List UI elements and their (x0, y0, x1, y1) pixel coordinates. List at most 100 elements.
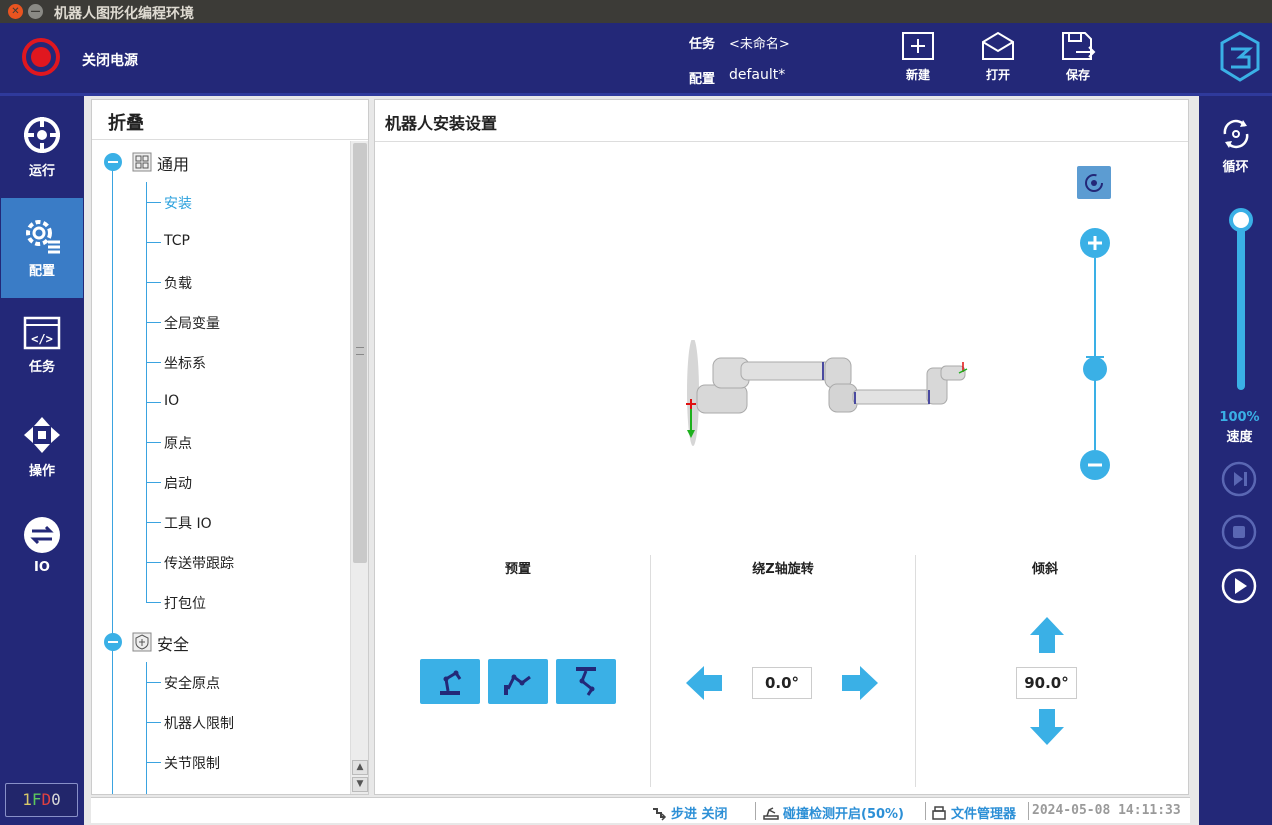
scroll-up-icon[interactable]: ▲ (352, 760, 368, 775)
nav-operate[interactable]: 操作 (1, 398, 83, 498)
tree-item-robot-limits[interactable]: 机器人限制 (164, 716, 234, 732)
left-sidebar: 运行 配置 </> 任务 操作 IO 1FD0 (0, 96, 84, 825)
open-button[interactable]: 打开 (968, 30, 1028, 90)
speed-slider-knob[interactable] (1229, 208, 1253, 232)
scrollbar-grip-icon (356, 347, 364, 355)
collision-icon (763, 807, 779, 820)
play-icon[interactable] (1221, 568, 1257, 604)
tree-group-safety-label: 安全 (157, 635, 190, 654)
tree-branch (147, 562, 161, 563)
tilt-value: 90.0° (1016, 667, 1077, 699)
zoom-slider-track[interactable] (1094, 258, 1096, 450)
section-divider (650, 555, 651, 787)
loop-cycle-icon (1223, 119, 1248, 149)
scroll-down-icon[interactable]: ▼ (352, 777, 368, 792)
step-mode-status[interactable]: 步进 关闭 (651, 803, 728, 822)
panel-title: 机器人安装设置 (375, 100, 1188, 142)
step-mode-text: 步进 关闭 (671, 807, 728, 822)
tree-scrollbar[interactable]: ▲ ▼ (350, 141, 368, 794)
new-button-label: 新建 (905, 68, 930, 82)
file-manager-text: 文件管理器 (951, 807, 1017, 822)
tree-branch (147, 482, 161, 483)
tree-item-global-vars[interactable]: 全局变量 (164, 316, 220, 332)
tree-item-payload[interactable]: 负载 (164, 276, 192, 292)
app-header: 关闭电源 任务 <未命名> 配置 default* 新建 打开 保存 (0, 23, 1272, 93)
preset-ceiling-button[interactable] (556, 659, 616, 704)
tree-item-startup[interactable]: 启动 (164, 476, 192, 492)
tree-item-conveyor[interactable]: 传送带跟踪 (164, 556, 234, 572)
tree-branch (147, 322, 161, 323)
tilt-title: 倾斜 (1031, 562, 1058, 577)
zoom-out-icon[interactable] (1080, 450, 1110, 480)
robot-floor-mount-icon (440, 670, 462, 695)
nav-config[interactable]: 配置 (1, 198, 83, 298)
preset-floor-button[interactable] (420, 659, 480, 704)
right-control-sidebar: 循环 100% 速度 (1199, 96, 1272, 825)
run-target-icon (24, 117, 60, 153)
rotate-right-icon[interactable] (842, 666, 878, 700)
collision-detection-status[interactable]: 碰撞检测开启(50%) (763, 803, 904, 822)
tree-item-coord-system[interactable]: 坐标系 (164, 356, 206, 372)
robot-3d-view[interactable] (675, 340, 975, 470)
tilt-up-icon[interactable] (1030, 617, 1064, 653)
save-icon (1062, 32, 1096, 60)
tree-branch (147, 522, 161, 523)
task-name: <未命名> (729, 37, 790, 52)
stop-icon[interactable] (1221, 514, 1257, 550)
status-separator (755, 802, 756, 820)
tree-branch (147, 442, 161, 443)
tree-item-joint-limits[interactable]: 关节限制 (164, 756, 220, 772)
status-bar: 步进 关闭 碰撞检测开启(50%) 文件管理器 2024-05-08 14:11… (91, 797, 1190, 823)
file-manager-status[interactable]: 文件管理器 (931, 803, 1016, 822)
collapse-toggle-icon[interactable] (104, 633, 122, 651)
collapse-toggle-icon[interactable] (104, 153, 122, 171)
speed-slider-track[interactable] (1237, 220, 1245, 390)
speed-label: 速度 (1226, 430, 1253, 445)
nav-run[interactable]: 运行 (1, 98, 83, 198)
loop-button[interactable]: 循环 (1199, 116, 1272, 175)
tree-group-safety[interactable]: 安全 (104, 630, 304, 654)
rotate-left-icon[interactable] (686, 666, 722, 700)
header-divider (0, 93, 1272, 96)
window-minimize-icon[interactable]: — (28, 4, 43, 19)
step-forward-icon[interactable] (1221, 461, 1257, 497)
nav-task[interactable]: </> 任务 (1, 298, 83, 398)
loop-label: 循环 (1222, 160, 1249, 175)
zoom-in-icon[interactable] (1080, 228, 1110, 258)
new-button[interactable]: 新建 (888, 30, 948, 90)
tree-branch (147, 682, 161, 683)
tree-item-home[interactable]: 原点 (164, 436, 192, 452)
tilt-down-icon[interactable] (1030, 709, 1064, 745)
io-exchange-icon (24, 517, 60, 553)
preset-wall-button[interactable] (488, 659, 548, 704)
tree-branch (147, 362, 161, 363)
tree-item-tcp[interactable]: TCP (164, 233, 190, 249)
robot-wall-mount-icon (504, 674, 531, 695)
zoom-slider-knob[interactable] (1083, 357, 1107, 381)
tree-item-tool-io[interactable]: 工具 IO (164, 516, 212, 532)
tree-item-io[interactable]: IO (164, 393, 180, 409)
install-settings-panel: 机器人安装设置 预置 绕Z轴旋转 倾斜 (374, 99, 1189, 795)
config-gear-icon (26, 220, 60, 254)
open-button-label: 打开 (985, 68, 1010, 82)
power-icon[interactable] (21, 37, 61, 77)
tree-collapse-header[interactable]: 折叠 (92, 100, 368, 140)
nav-io[interactable]: IO (1, 498, 83, 598)
speed-percent: 100% (1219, 410, 1260, 425)
reset-view-icon (1085, 174, 1103, 192)
save-button[interactable]: 保存 (1048, 30, 1108, 90)
tree-group-general-label: 通用 (157, 155, 190, 174)
reset-view-button[interactable] (1077, 166, 1111, 199)
tree-item-safe-home[interactable]: 安全原点 (164, 676, 220, 692)
tree-item-install[interactable]: 安装 (164, 196, 192, 212)
power-label[interactable]: 关闭电源 (82, 53, 138, 69)
settings-tree-panel: 折叠 通用 安装 TCP 负载 全局变量 坐标系 IO 原点 启动 工具 IO … (91, 99, 369, 795)
task-code-icon: </> (23, 316, 61, 350)
scrollbar-thumb[interactable] (353, 143, 367, 563)
tree-group-general[interactable]: 通用 (104, 150, 304, 174)
tree-item-palletizing[interactable]: 打包位 (164, 596, 206, 612)
task-label: 任务 (689, 37, 716, 52)
window-close-icon[interactable]: ✕ (8, 4, 23, 19)
tree-branch (147, 602, 161, 603)
tree-safety-line (146, 662, 147, 794)
